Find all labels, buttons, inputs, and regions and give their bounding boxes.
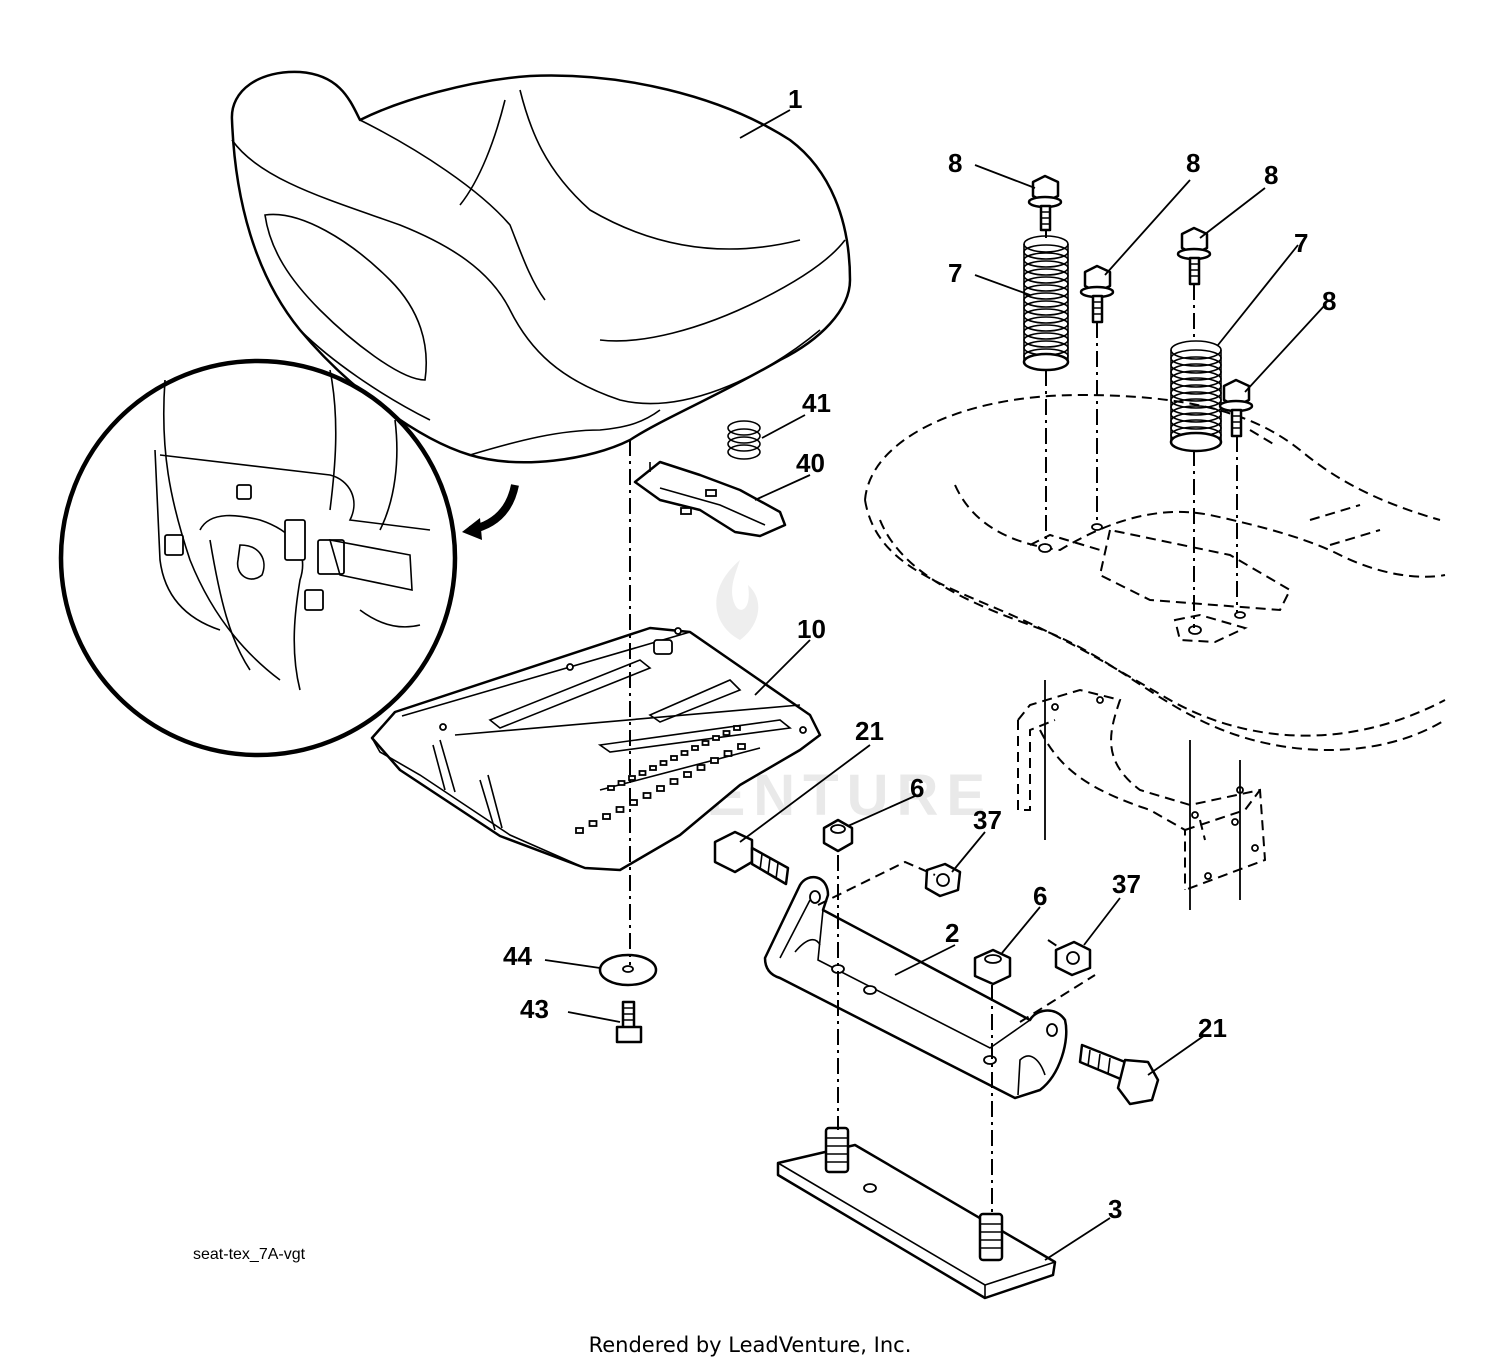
spring-coil (1170, 384, 1222, 402)
pan-slot (628, 775, 636, 781)
spring-coil (1023, 276, 1069, 292)
callout-8-a: 8 (948, 148, 962, 178)
callout-3: 3 (1108, 1194, 1122, 1224)
pan-slot (602, 813, 611, 820)
part-7-spring-right (1169, 340, 1223, 453)
pan-slot (615, 806, 625, 813)
part-21-bolt-left (713, 830, 790, 886)
pan-slot (733, 725, 741, 731)
pan-slot (642, 792, 652, 799)
part-8-bolt-3 (1176, 226, 1212, 286)
callout-8-c: 8 (1264, 160, 1278, 190)
spring-coil (1170, 363, 1222, 381)
pan-slot (649, 765, 657, 771)
callout-41: 41 (802, 388, 831, 418)
part-44-washer (598, 953, 658, 987)
callout-21-b: 21 (1198, 1013, 1227, 1043)
spring-coil (1023, 260, 1069, 276)
spring-coil (1023, 244, 1069, 260)
spring-coil (1170, 412, 1222, 430)
pan-slot (629, 799, 638, 806)
callout-8-b: 8 (1186, 148, 1200, 178)
pan-slot (680, 750, 689, 756)
part-8-bolt-4 (1218, 378, 1254, 438)
drawing-code: seat-tex_7A-vgt (193, 1246, 306, 1263)
spring-coil (1170, 356, 1222, 374)
pan-slot (638, 770, 647, 776)
part-21-bolt-right (1078, 1043, 1160, 1106)
pan-slot (656, 785, 665, 792)
spring-coil (1170, 370, 1222, 388)
spring-coil (1023, 308, 1069, 324)
callout-7-b: 7 (1294, 228, 1308, 258)
spring-coil (1023, 284, 1069, 300)
pan-slot (701, 740, 710, 746)
part-41-spring (727, 420, 761, 460)
callout-6-b: 6 (1033, 881, 1047, 911)
spring-coil (1023, 252, 1069, 268)
spring-coil (1170, 405, 1222, 423)
pan-slot (659, 760, 668, 766)
pan-slot (722, 730, 731, 736)
part-6-nut-left (822, 818, 854, 853)
seat (230, 70, 852, 464)
part-40-bracket (633, 460, 787, 538)
callout-10: 10 (797, 614, 826, 644)
callout-21-a: 21 (855, 716, 884, 746)
pan-slot (737, 743, 746, 750)
part-43-bolt (615, 1000, 643, 1044)
pan-slot (607, 785, 615, 791)
pan-slot (710, 757, 719, 764)
spring-coil (1023, 316, 1069, 332)
spring-coil (1170, 391, 1222, 409)
spring-coil (1023, 332, 1069, 348)
callout-44: 44 (503, 941, 532, 971)
pan-slot (588, 820, 598, 827)
pan-slot (575, 827, 584, 834)
pan-slot (683, 771, 692, 778)
callout-37-a: 37 (973, 805, 1002, 835)
detail-inset (58, 358, 519, 758)
pan-slot (723, 750, 733, 757)
part-2-bracket (763, 875, 1068, 1100)
callout-2: 2 (945, 918, 959, 948)
pan-slot (712, 735, 720, 741)
callout-7-a: 7 (948, 258, 962, 288)
credit-line: Rendered by LeadVenture, Inc. (589, 1333, 912, 1357)
pan-slot (691, 745, 699, 751)
spring-coil (1023, 292, 1069, 308)
part-7-spring-left (1022, 235, 1070, 372)
part-6-nut-right (973, 948, 1012, 986)
part-37-nut-left (924, 862, 962, 898)
callout-43: 43 (520, 994, 549, 1024)
spring-coil (1170, 349, 1222, 367)
callout-1: 1 (788, 84, 802, 114)
callout-37-b: 37 (1112, 869, 1141, 899)
pan-slot (617, 780, 626, 786)
spring-coil (1023, 324, 1069, 340)
chassis-fender (864, 393, 1446, 910)
part-8-bolt-2 (1079, 264, 1115, 324)
part-37-nut-right (1054, 940, 1092, 977)
pan-slot (696, 764, 706, 771)
spring-coil (1023, 268, 1069, 284)
callout-6-a: 6 (910, 773, 924, 803)
callout-8-d: 8 (1322, 286, 1336, 316)
part-8-bolt-1 (1027, 174, 1063, 232)
callout-40: 40 (796, 448, 825, 478)
pan-slot (669, 778, 679, 785)
spring-coil (1023, 300, 1069, 316)
part-3-plate (776, 1126, 1057, 1300)
part-10-seat-pan (370, 626, 822, 872)
spring-coil (1170, 377, 1222, 395)
pan-slot (670, 755, 678, 761)
